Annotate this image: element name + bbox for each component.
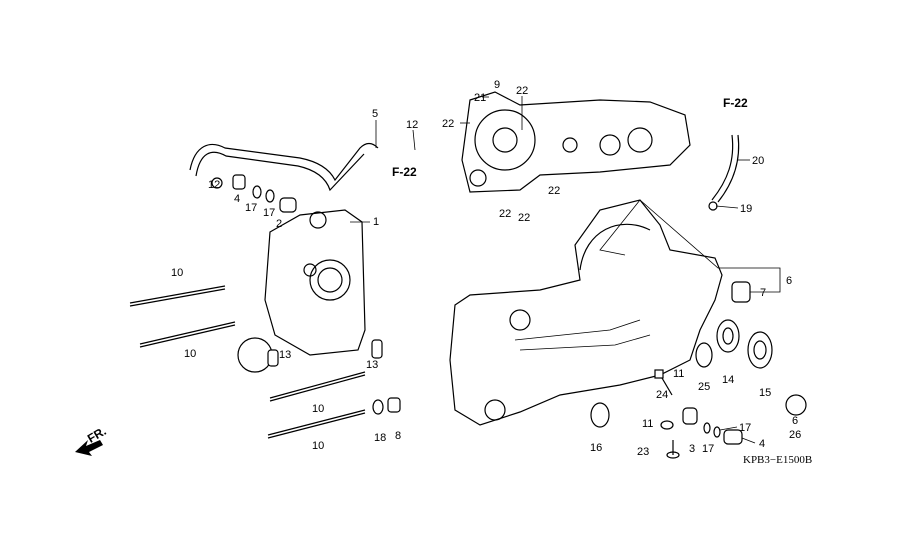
callout-6: 6 — [786, 275, 792, 287]
callout-10: 10 — [171, 267, 183, 279]
leader-lines — [350, 96, 781, 444]
callout-16: 16 — [590, 442, 602, 454]
callout-23: 23 — [637, 446, 649, 458]
callout-22: 22 — [442, 118, 454, 130]
callout-14: 14 — [722, 374, 734, 386]
callout-17: 17 — [702, 443, 714, 455]
callout-22: 22 — [548, 185, 560, 197]
crankcase-cover — [461, 91, 691, 193]
callout-12: 12 — [208, 179, 220, 191]
left-crankcase — [449, 199, 723, 426]
callout-4: 4 — [234, 193, 240, 205]
callout-15: 15 — [759, 387, 771, 399]
reference-f22: F-22 — [392, 165, 417, 179]
dowels-and-collars — [237, 337, 401, 415]
front-direction-arrow-icon — [75, 440, 103, 456]
plug-and-washers-left — [211, 174, 297, 213]
callout-21: 21 — [474, 92, 486, 104]
callout-labels: 5 12 F-22 12 4 17 17 2 1 10 10 13 13 10 … — [85, 79, 812, 466]
breather-hose — [189, 142, 379, 192]
callout-24: 24 — [656, 389, 668, 401]
callout-22: 22 — [518, 212, 530, 224]
plug-and-washers-right — [660, 407, 743, 459]
callout-7: 7 — [760, 287, 766, 299]
callout-10: 10 — [312, 440, 324, 452]
callout-25: 25 — [698, 381, 710, 393]
callout-17: 17 — [245, 202, 257, 214]
diagram-code: KPB3−E1500B — [743, 454, 812, 466]
callout-13: 13 — [366, 359, 378, 371]
callout-10: 10 — [184, 348, 196, 360]
callout-5: 5 — [372, 108, 378, 120]
callout-1: 1 — [373, 216, 379, 228]
drain-tube — [708, 134, 740, 211]
right-crankcase — [264, 209, 366, 356]
callout-22: 22 — [499, 208, 511, 220]
callout-11: 11 — [673, 368, 684, 380]
callout-22: 22 — [516, 85, 528, 97]
callout-17: 17 — [739, 422, 751, 434]
callout-3: 3 — [689, 443, 695, 455]
callout-12: 12 — [406, 119, 418, 131]
callout-9: 9 — [494, 79, 500, 91]
reference-f22: F-22 — [723, 96, 748, 110]
callout-6: 6 — [792, 415, 798, 427]
callout-8: 8 — [395, 430, 401, 442]
callout-18: 18 — [374, 432, 386, 444]
callout-11: 11 — [642, 418, 653, 430]
studs — [129, 285, 366, 439]
callout-10: 10 — [312, 403, 324, 415]
callout-20: 20 — [752, 155, 764, 167]
callout-19: 19 — [740, 203, 752, 215]
callout-13: 13 — [279, 349, 291, 361]
front-direction-label: FR. — [85, 424, 109, 446]
callout-26: 26 — [789, 429, 801, 441]
bearings-and-seals — [590, 281, 807, 428]
callout-17: 17 — [263, 207, 275, 219]
callout-2: 2 — [276, 218, 282, 230]
callout-4: 4 — [759, 438, 765, 450]
